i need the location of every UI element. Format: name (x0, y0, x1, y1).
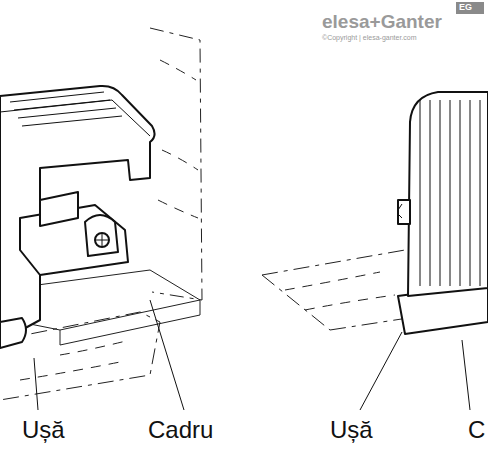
brand-watermark: elesa+Ganter (322, 12, 442, 31)
fin-line (430, 100, 431, 286)
hinge-left (0, 86, 155, 348)
part-label: Ușă (330, 418, 373, 442)
fin-line (450, 100, 451, 286)
fin-line (440, 100, 441, 286)
part-label: Ușă (22, 418, 65, 442)
groove-line (10, 92, 104, 102)
hinge-right (398, 92, 488, 334)
part-label: C (468, 418, 485, 442)
fin-line (420, 100, 421, 286)
groove-line (22, 116, 122, 126)
groove-line (18, 108, 116, 118)
fin-line (470, 100, 471, 286)
part-label: Cadru (148, 418, 213, 442)
brand-badge: EG (459, 3, 472, 12)
grooves (10, 92, 122, 126)
fin-line (460, 100, 461, 286)
fin-line (480, 100, 481, 286)
fins (420, 100, 480, 286)
copyright-note: ©Copyright | elesa-ganter.com (322, 34, 417, 41)
groove-line (14, 100, 110, 110)
leader-lines (34, 300, 470, 410)
glass-panels (0, 28, 408, 400)
logo-badge (456, 2, 484, 14)
